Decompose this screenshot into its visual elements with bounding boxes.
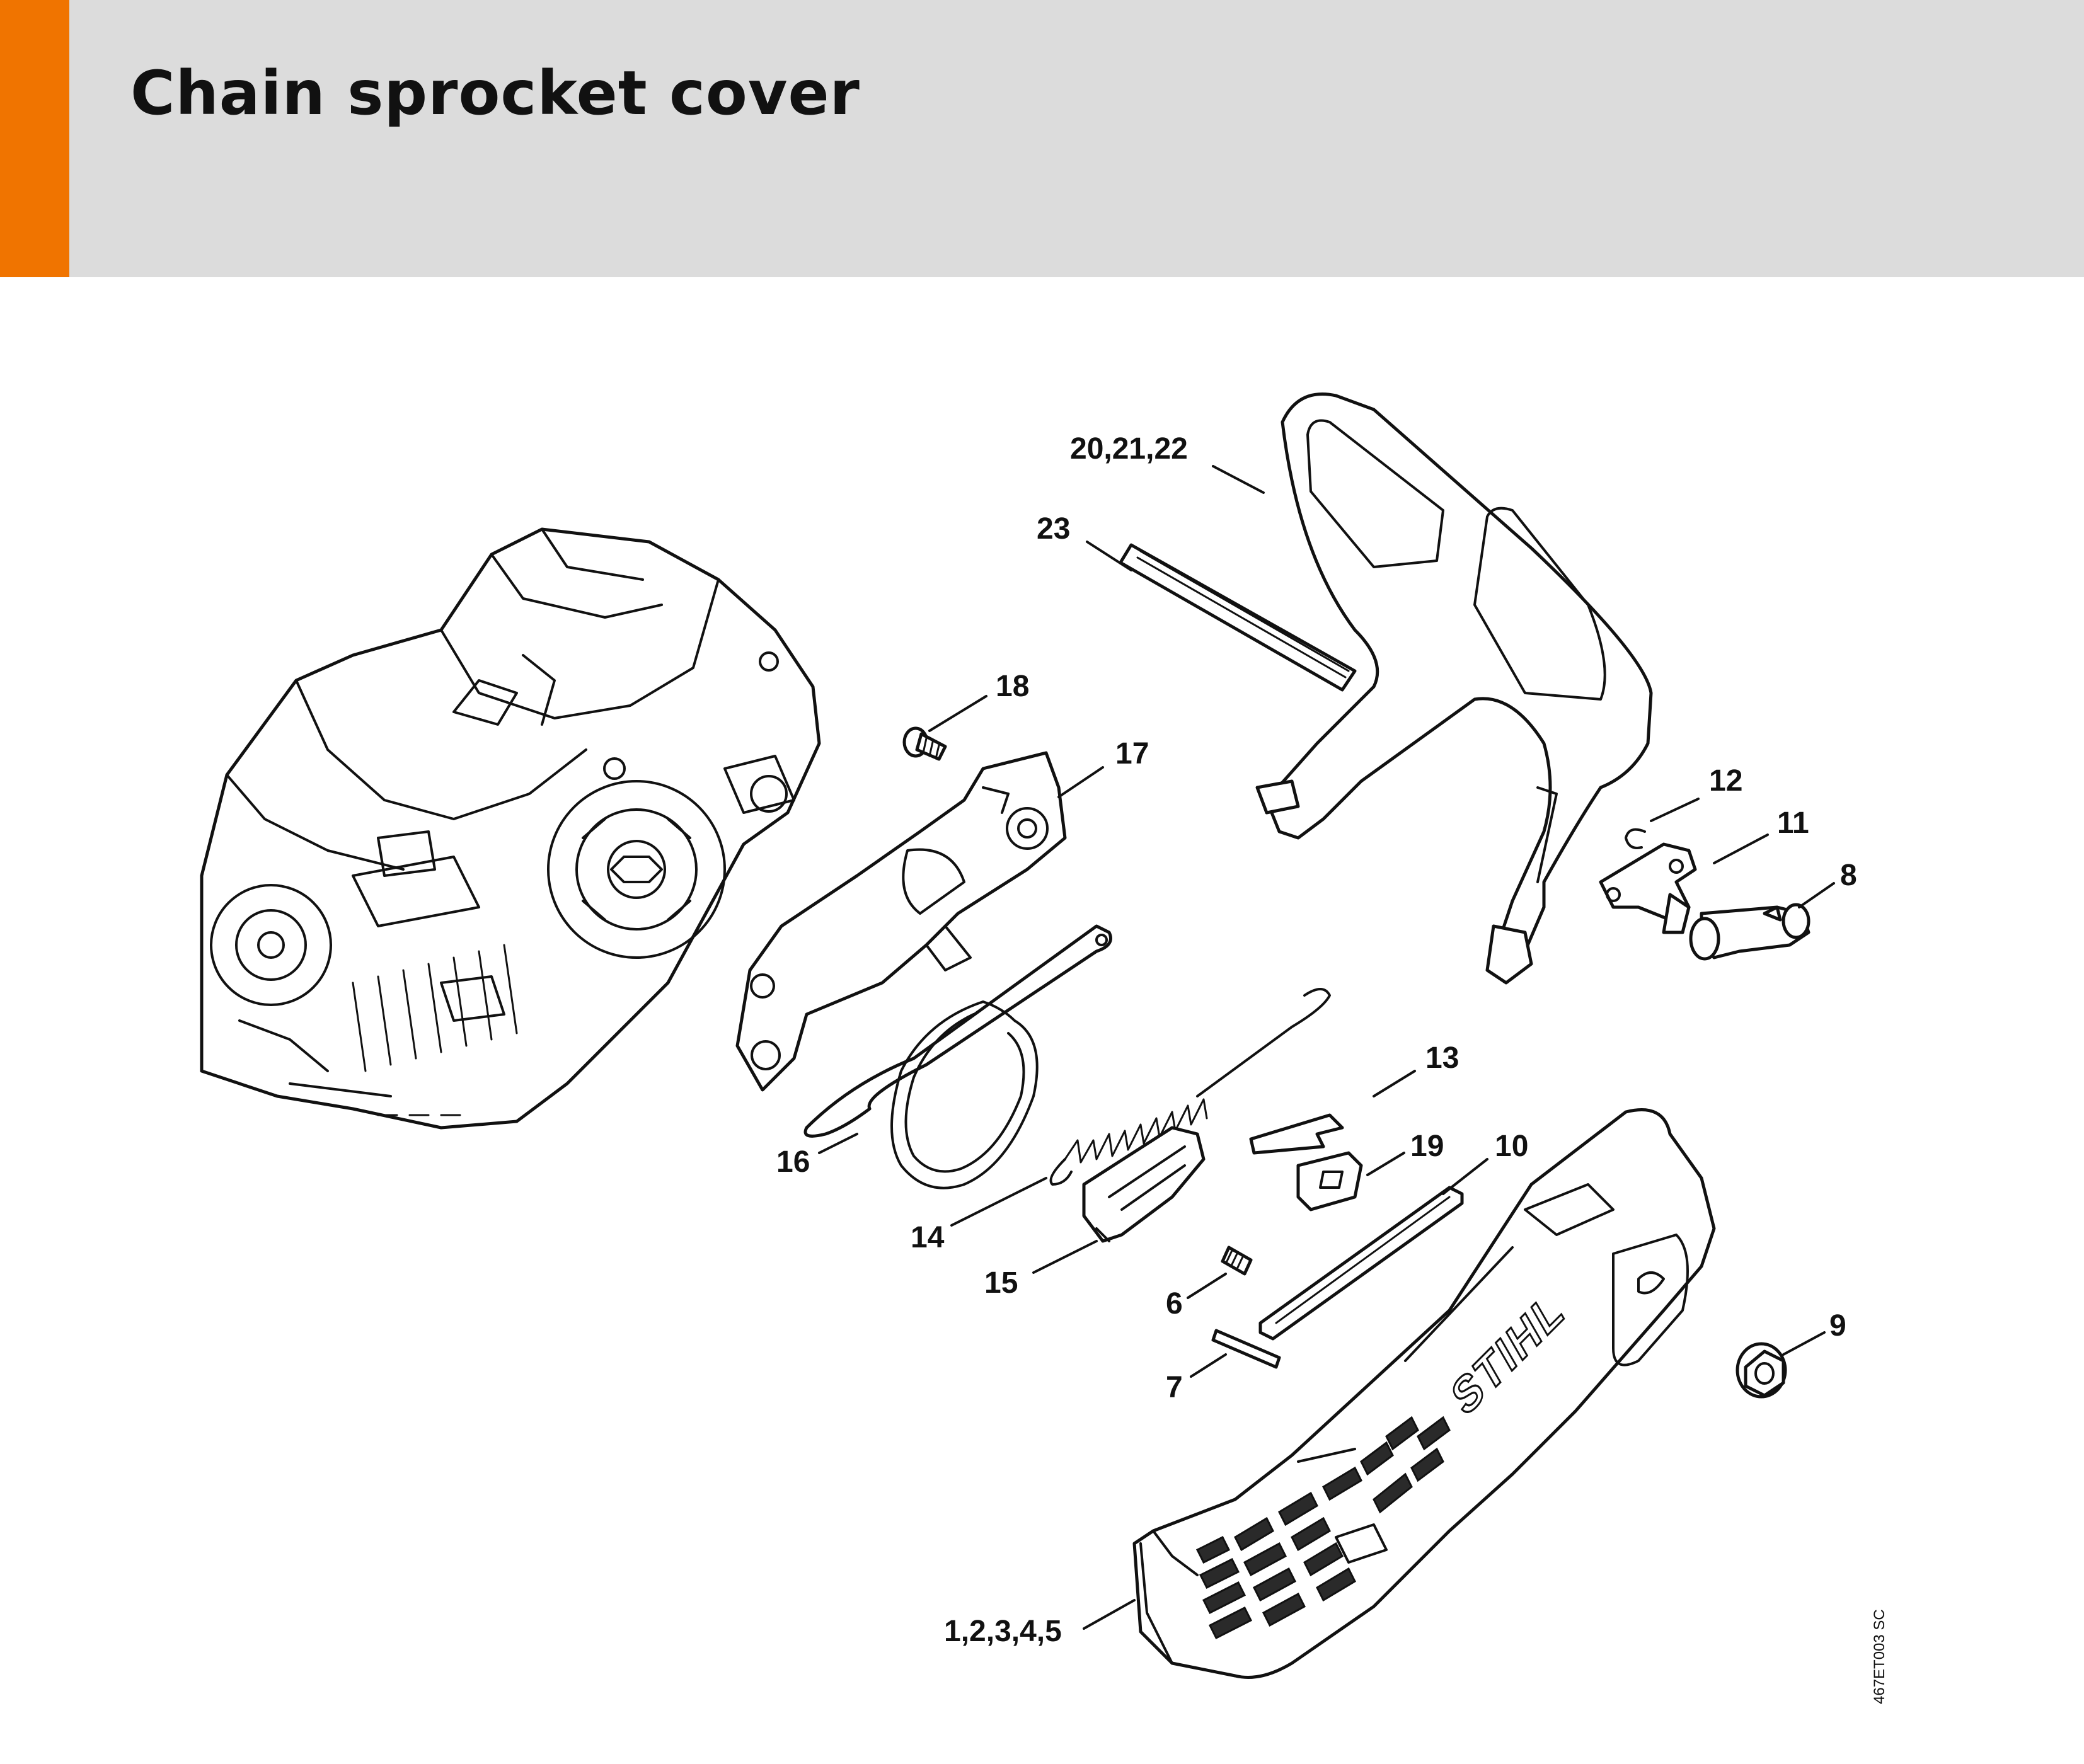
- cover-vents: [1195, 1416, 1451, 1640]
- callout-6: 6: [1166, 1287, 1183, 1320]
- screw: [902, 726, 947, 761]
- callout-8: 8: [1840, 859, 1857, 892]
- brake-lever: [1082, 1126, 1206, 1243]
- circlip: [1625, 828, 1646, 849]
- leader-lines: [818, 465, 1835, 1630]
- callout-15: 15: [984, 1266, 1018, 1300]
- label-plate: [1119, 543, 1357, 692]
- callout-10: 10: [1495, 1130, 1528, 1163]
- callout-13: 13: [1425, 1041, 1459, 1075]
- page-title: Chain sprocket cover: [130, 58, 860, 129]
- sleeve: [1221, 1246, 1253, 1276]
- brake-plate: [735, 751, 1067, 1092]
- sprocket-cover: STIHL: [1132, 1108, 1716, 1679]
- leaf-spring: [1249, 1113, 1344, 1155]
- brake-band: [803, 924, 1112, 1189]
- callout-14: 14: [911, 1221, 945, 1254]
- callout-18: 18: [996, 670, 1029, 703]
- callout-23: 23: [1037, 512, 1070, 546]
- callout-9: 9: [1829, 1309, 1846, 1343]
- callout-12: 12: [1709, 764, 1742, 798]
- connecting-rod: [1689, 903, 1811, 961]
- callout-19: 19: [1410, 1130, 1444, 1163]
- callout-16: 16: [776, 1145, 810, 1179]
- callout-11: 11: [1777, 806, 1809, 840]
- pin: [1211, 1329, 1281, 1369]
- callout-17: 17: [1115, 737, 1149, 770]
- callout-1-2-3-4-5: 1,2,3,4,5: [944, 1615, 1062, 1648]
- callout-7: 7: [1166, 1371, 1183, 1404]
- linkage-lever: [1599, 842, 1697, 934]
- engine-housing: [200, 527, 821, 1130]
- header-bar: Chain sprocket cover: [0, 0, 2084, 277]
- illustration-reference: 467ET003 SC: [1871, 1609, 1888, 1704]
- collar-nut: [1736, 1342, 1787, 1399]
- callout-20-21-22: 20,21,22: [1070, 432, 1188, 466]
- slide: [1296, 1151, 1363, 1211]
- guide-strip: [1258, 1186, 1464, 1341]
- tension-spring: [1049, 988, 1331, 1186]
- hand-guard: [1255, 392, 1653, 985]
- callout-labels: 20,21,22 23 18 17 12 11 8 13 16 19 10 14…: [776, 432, 1857, 1648]
- accent-stripe: [0, 0, 69, 277]
